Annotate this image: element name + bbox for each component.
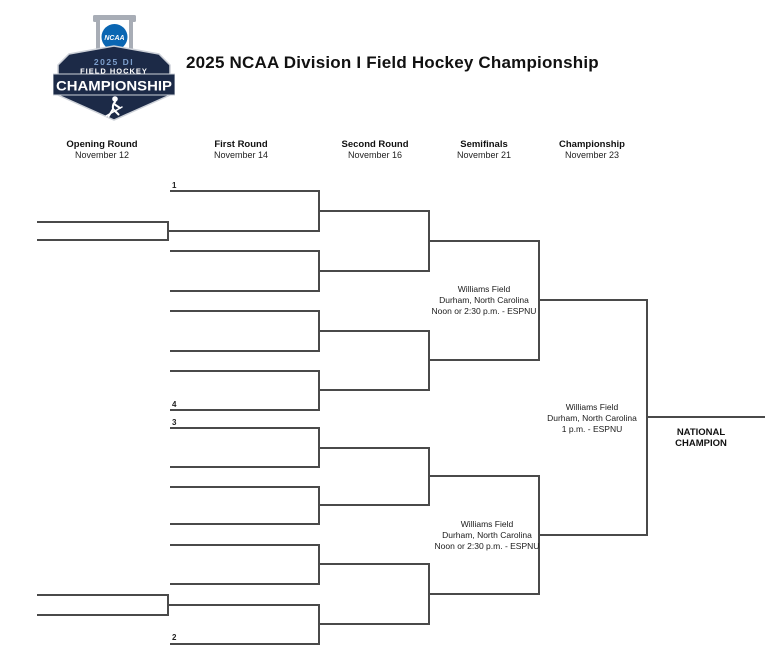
firstround-winner-line xyxy=(318,270,430,272)
venue-time: 1 p.m. - ESPNU xyxy=(561,423,623,434)
ncaa-logo-text: NCAA xyxy=(104,35,124,42)
team-line xyxy=(170,370,320,372)
venue-name: Williams Field xyxy=(460,519,514,529)
team-line xyxy=(170,310,320,312)
venue-location: Durham, North Carolina xyxy=(442,529,532,540)
venue-time: Noon or 2:30 p.m. - ESPNU xyxy=(434,540,540,551)
secondround-winner-line xyxy=(428,240,540,242)
round-date: November 23 xyxy=(564,150,620,160)
column-header-second-round: Second Round November 16 xyxy=(320,139,430,161)
team-line-opening1-winner xyxy=(167,230,320,232)
firstround-winner-line xyxy=(318,210,430,212)
column-header-opening-round: Opening Round November 12 xyxy=(47,139,157,161)
seed-label-3: 3 xyxy=(172,418,177,427)
national-champion-line xyxy=(646,416,765,418)
venue-name: Williams Field xyxy=(457,284,511,294)
team-line-opening2-winner xyxy=(167,604,320,606)
semifinal-bottom-venue: Williams Field Durham, North Carolina No… xyxy=(407,519,567,551)
round-label: First Round xyxy=(214,139,268,150)
round-date: November 16 xyxy=(347,150,403,160)
seed-label-1: 1 xyxy=(172,181,177,190)
round-label: Second Round xyxy=(341,139,409,150)
firstround-winner-line xyxy=(318,563,430,565)
firstround-winner-line xyxy=(318,447,430,449)
team-line xyxy=(170,544,320,546)
team-line xyxy=(170,409,320,411)
secondround-winner-line xyxy=(428,475,540,477)
firstround-winner-line xyxy=(318,389,430,391)
semifinal-winner-line xyxy=(538,299,648,301)
semifinal-winner-line xyxy=(538,534,648,536)
seed-label-4: 4 xyxy=(172,400,177,409)
seed-label-2: 2 xyxy=(172,633,177,642)
national-champion-label: NATIONAL CHAMPION xyxy=(675,427,727,449)
opening1-team-bottom-line xyxy=(37,239,168,241)
team-line xyxy=(170,290,320,292)
secondround-winner-line xyxy=(428,593,540,595)
venue-location: Durham, North Carolina xyxy=(439,294,529,305)
badge-shape xyxy=(52,45,176,121)
championship-venue: Williams Field Durham, North Carolina 1 … xyxy=(512,402,672,434)
team-line xyxy=(170,643,320,645)
venue-name: Williams Field xyxy=(565,402,619,412)
round-date: November 14 xyxy=(213,150,269,160)
badge-year-text: 2025 DI xyxy=(94,57,134,67)
column-header-first-round: First Round November 14 xyxy=(186,139,296,161)
opening2-team-top-line xyxy=(37,594,168,596)
badge-title-text: CHAMPIONSHIP xyxy=(56,78,172,94)
championship-logo: NCAA 2025 DI FIELD HOCKEY CHAMPIONSHIP xyxy=(52,14,176,126)
team-line xyxy=(170,250,320,252)
team-line xyxy=(170,523,320,525)
team-line xyxy=(170,583,320,585)
round-label: Semifinals xyxy=(460,139,508,150)
opening1-team-top-line xyxy=(37,221,168,223)
venue-time: Noon or 2:30 p.m. - ESPNU xyxy=(431,305,537,316)
semifinal-top-venue: Williams Field Durham, North Carolina No… xyxy=(404,284,564,316)
secondround-winner-line xyxy=(428,359,540,361)
team-line xyxy=(170,350,320,352)
round-date: November 12 xyxy=(74,150,130,160)
firstround-winner-line xyxy=(318,623,430,625)
badge-sport-text: FIELD HOCKEY xyxy=(80,67,148,76)
opening2-team-bottom-line xyxy=(37,614,168,616)
page-title: 2025 NCAA Division I Field Hockey Champi… xyxy=(186,53,599,72)
round-label: Opening Round xyxy=(66,139,138,150)
team-line xyxy=(170,486,320,488)
team-line xyxy=(170,427,320,429)
field-hockey-player-icon xyxy=(105,96,123,118)
firstround-winner-line xyxy=(318,504,430,506)
round-date: November 21 xyxy=(456,150,512,160)
round-label: Championship xyxy=(559,139,625,150)
firstround-winner-line xyxy=(318,330,430,332)
column-header-semifinals: Semifinals November 21 xyxy=(429,139,539,161)
column-header-championship: Championship November 23 xyxy=(537,139,647,161)
team-line xyxy=(170,466,320,468)
team-line xyxy=(170,190,320,192)
venue-location: Durham, North Carolina xyxy=(547,412,637,423)
